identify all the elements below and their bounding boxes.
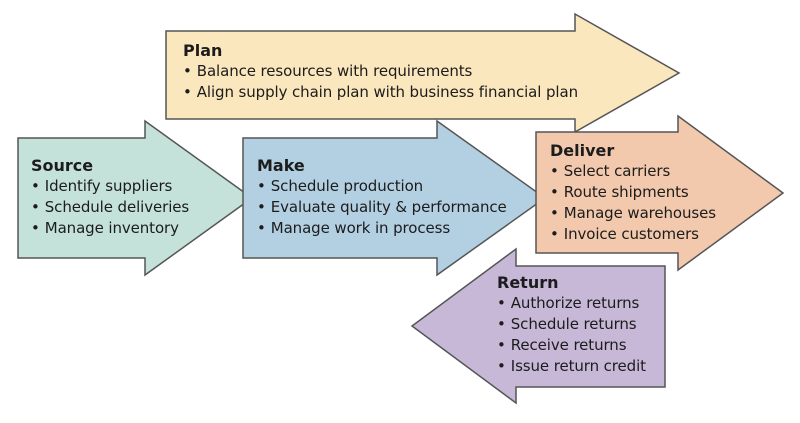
source-title: Source [31,156,94,175]
list-item: Align supply chain plan with business fi… [183,82,578,103]
list-item: Identify suppliers [31,176,189,197]
make-list: Schedule production Evaluate quality & p… [257,176,507,239]
deliver-list: Select carriers Route shipments Manage w… [550,161,716,245]
list-item: Receive returns [497,335,646,356]
list-item: Select carriers [550,161,716,182]
list-item: Route shipments [550,182,716,203]
return-block: Return Authorize returns Schedule return… [497,272,646,377]
list-item: Authorize returns [497,293,646,314]
plan-title: Plan [183,41,223,60]
return-title: Return [497,273,559,292]
list-item: Evaluate quality & performance [257,197,507,218]
return-list: Authorize returns Schedule returns Recei… [497,293,646,377]
plan-list: Balance resources with requirements Alig… [183,61,578,103]
make-title: Make [257,156,305,175]
list-item: Schedule production [257,176,507,197]
plan-block: Plan Balance resources with requirements… [183,40,578,103]
list-item: Schedule deliveries [31,197,189,218]
deliver-block: Deliver Select carriers Route shipments … [550,140,716,245]
list-item: Manage warehouses [550,203,716,224]
source-block: Source Identify suppliers Schedule deliv… [31,155,189,239]
list-item: Manage inventory [31,218,189,239]
list-item: Issue return credit [497,356,646,377]
list-item: Manage work in process [257,218,507,239]
list-item: Schedule returns [497,314,646,335]
deliver-title: Deliver [550,141,615,160]
list-item: Invoice customers [550,224,716,245]
list-item: Balance resources with requirements [183,61,578,82]
source-list: Identify suppliers Schedule deliveries M… [31,176,189,239]
make-block: Make Schedule production Evaluate qualit… [257,155,507,239]
